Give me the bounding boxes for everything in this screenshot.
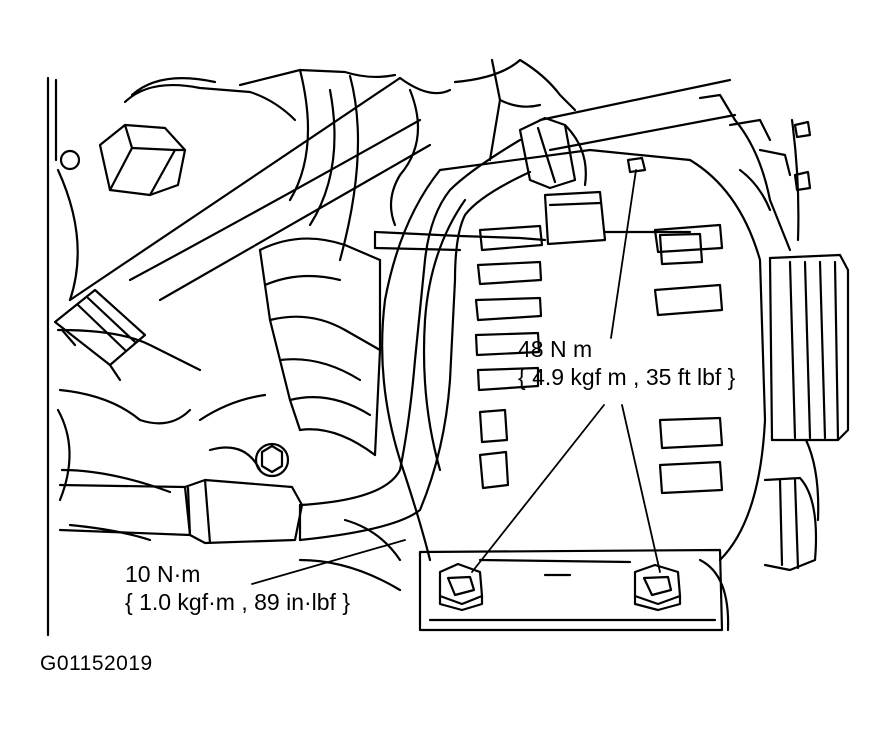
- hex-nut-upper-left: [59, 123, 187, 197]
- upper-harness: [53, 76, 432, 382]
- leader-upper-to-left-bolt: [471, 404, 605, 573]
- main-pipe: [58, 138, 532, 545]
- torque-conversion-lower: { 1.0 kgf·m , 89 in·lbf }: [125, 589, 351, 615]
- leader-lines: [251, 169, 661, 585]
- engine-background: [56, 58, 820, 632]
- bolt-hose-bracket: [254, 442, 290, 478]
- torque-value-lower: 10 N·m: [125, 561, 201, 587]
- figure-id: G01152019: [40, 652, 153, 675]
- bolt-left-lower-mount: [438, 562, 484, 612]
- alternator-pulley: [763, 253, 850, 572]
- alternator-vent-slots: [474, 223, 724, 495]
- torque-callout-lower: 10 N·m { 1.0 kgf·m , 89 in·lbf }: [125, 560, 350, 616]
- leader-upper-to-top-bolt: [610, 169, 637, 339]
- alternator-body: [258, 148, 767, 562]
- frame-edges: [46, 76, 58, 637]
- bolt-top-right: [626, 120, 812, 192]
- leader-lower-to-hose-bolt: [251, 539, 406, 585]
- mounting-bracket: [418, 548, 724, 632]
- torque-conversion-upper: { 4.9 kgf m , 35 ft lbf }: [518, 364, 736, 390]
- bolt-right-lower-mount: [633, 563, 682, 612]
- upper-hose: [518, 78, 737, 190]
- leader-upper-to-right-bolt: [621, 404, 661, 573]
- torque-callout-upper: 48 N m { 4.9 kgf m , 35 ft lbf }: [518, 335, 735, 391]
- torque-value-upper: 48 N m: [518, 336, 593, 362]
